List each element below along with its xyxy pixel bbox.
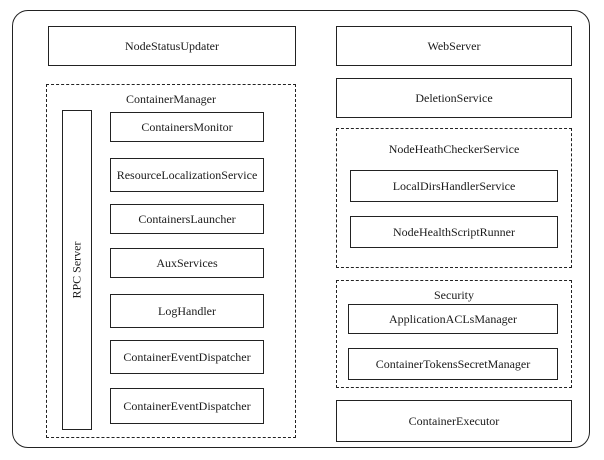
- security-item-label: ApplicationACLsManager: [389, 312, 517, 326]
- deletion-service-label: DeletionService: [415, 91, 493, 105]
- node-health-checker-item-label: NodeHealthScriptRunner: [393, 225, 515, 239]
- container-manager-item-label: ContainersLauncher: [138, 212, 236, 226]
- container-manager-item-label: ContainerEventDispatcher: [123, 399, 251, 413]
- node-status-updater-box: NodeStatusUpdater: [48, 26, 296, 66]
- containers-monitor-box: ContainersMonitor: [110, 112, 264, 142]
- rpc-server-label: RPC Server: [69, 241, 84, 299]
- deletion-service-box: DeletionService: [336, 78, 572, 118]
- web-server-label: WebServer: [427, 39, 481, 53]
- container-manager-item-label: ResourceLocalizationService: [116, 168, 258, 182]
- container-executor-box: ContainerExecutor: [336, 400, 572, 442]
- security-item-label: ContainerTokensSecretManager: [375, 357, 531, 371]
- node-status-updater-label: NodeStatusUpdater: [125, 39, 219, 53]
- container-event-dispatcher-box: ContainerEventDispatcher: [110, 388, 264, 424]
- resource-localization-service-box: ResourceLocalizationService: [110, 158, 264, 192]
- node-health-checker-group: NodeHeathCheckerService: [336, 128, 572, 268]
- security-group: Security: [336, 280, 572, 388]
- containers-launcher-box: ContainersLauncher: [110, 204, 264, 234]
- application-acls-manager-box: ApplicationACLsManager: [348, 304, 558, 334]
- diagram-frame: [12, 10, 590, 448]
- container-manager-group: ContainerManager: [46, 84, 296, 438]
- log-handler-box: LogHandler: [110, 294, 264, 328]
- container-manager-title: ContainerManager: [126, 92, 216, 106]
- container-manager-item-label: LogHandler: [158, 304, 216, 318]
- container-event-dispatcher-box: ContainerEventDispatcher: [110, 340, 264, 374]
- container-manager-item-label: ContainerEventDispatcher: [123, 350, 251, 364]
- node-health-checker-item-label: LocalDirsHandlerService: [392, 179, 516, 193]
- container-manager-item-label: AuxServices: [156, 256, 218, 270]
- node-health-script-runner-box: NodeHealthScriptRunner: [350, 216, 558, 248]
- container-manager-item-label: ContainersMonitor: [141, 120, 233, 134]
- security-title: Security: [434, 288, 474, 302]
- node-health-checker-title: NodeHeathCheckerService: [388, 142, 520, 156]
- container-executor-label: ContainerExecutor: [408, 414, 500, 428]
- container-tokens-secret-manager-box: ContainerTokensSecretManager: [348, 348, 558, 380]
- aux-services-box: AuxServices: [110, 248, 264, 278]
- local-dirs-handler-service-box: LocalDirsHandlerService: [350, 170, 558, 202]
- web-server-box: WebServer: [336, 26, 572, 66]
- rpc-server-box: RPC Server: [62, 110, 92, 430]
